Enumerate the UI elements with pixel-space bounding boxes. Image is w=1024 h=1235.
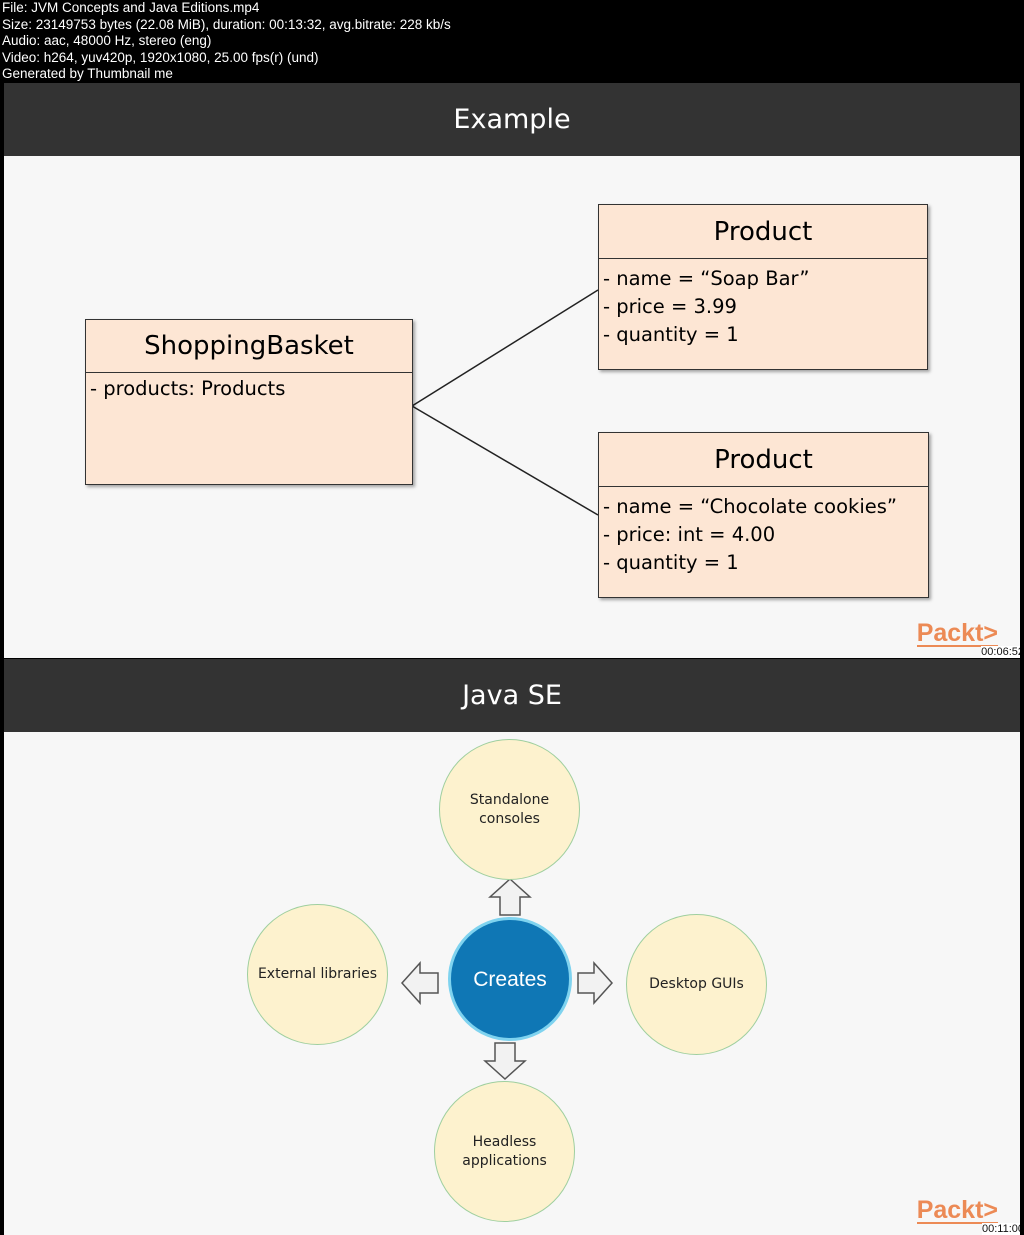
node-desktop-guis: Desktop GUIs (626, 914, 767, 1055)
info-line: Video: h264, yuv420p, 1920x1080, 25.00 f… (2, 49, 319, 65)
node-headless-applications: Headless applications (434, 1081, 575, 1222)
file-info: File: JVM Concepts and Java Editions.mp4… (2, 0, 451, 83)
class-field: - quantity = 1 (603, 551, 739, 574)
arrow-up-icon (488, 877, 532, 916)
arrows (400, 877, 614, 1081)
packt-logo: Packt> (916, 619, 998, 647)
timestamp: 00:11:00 (981, 1223, 1020, 1235)
class-field: - quantity = 1 (603, 323, 739, 346)
class-field: - price: int = 4.00 (603, 523, 776, 546)
slide-title: Example (4, 83, 1020, 156)
shopping-basket-class: ShoppingBasket - products: Products (85, 319, 413, 485)
timestamp: 00:06:52 (981, 646, 1020, 658)
class-name: Product (599, 205, 927, 259)
connector-line (411, 289, 599, 407)
node-external-libraries: External libraries (247, 904, 388, 1045)
connector-lines (411, 289, 599, 516)
info-line: Size: 23149753 bytes (22.08 MiB), durati… (2, 16, 451, 32)
class-field: - name = “Soap Bar” (603, 267, 810, 290)
arrow-right-icon (577, 961, 614, 1005)
class-field: - products: Products (90, 377, 286, 400)
info-line: Audio: aac, 48000 Hz, stereo (eng) (2, 33, 212, 48)
packt-logo: Packt> (916, 1196, 998, 1224)
connector-line (411, 405, 599, 516)
slide-title: Java SE (4, 659, 1020, 732)
class-name: ShoppingBasket (86, 320, 412, 373)
class-field: - price = 3.99 (603, 295, 737, 318)
node-creates: Creates (448, 917, 572, 1041)
info-line: File: JVM Concepts and Java Editions.mp4 (2, 0, 260, 15)
slide-java-se: Java SE Standalone consoles External lib… (4, 659, 1020, 1235)
node-standalone-consoles: Standalone consoles (439, 739, 580, 880)
product-class: Product - name = “Soap Bar” - price = 3.… (598, 204, 928, 370)
info-line: Generated by Thumbnail me (2, 66, 173, 81)
class-name: Product (599, 433, 928, 487)
product-class: Product - name = “Chocolate cookies” - p… (598, 432, 929, 598)
arrow-down-icon (483, 1042, 527, 1081)
arrow-left-icon (400, 961, 439, 1005)
slide-example: Example ShoppingBasket - products: Produ… (4, 83, 1020, 658)
class-field: - name = “Chocolate cookies” (603, 495, 897, 518)
